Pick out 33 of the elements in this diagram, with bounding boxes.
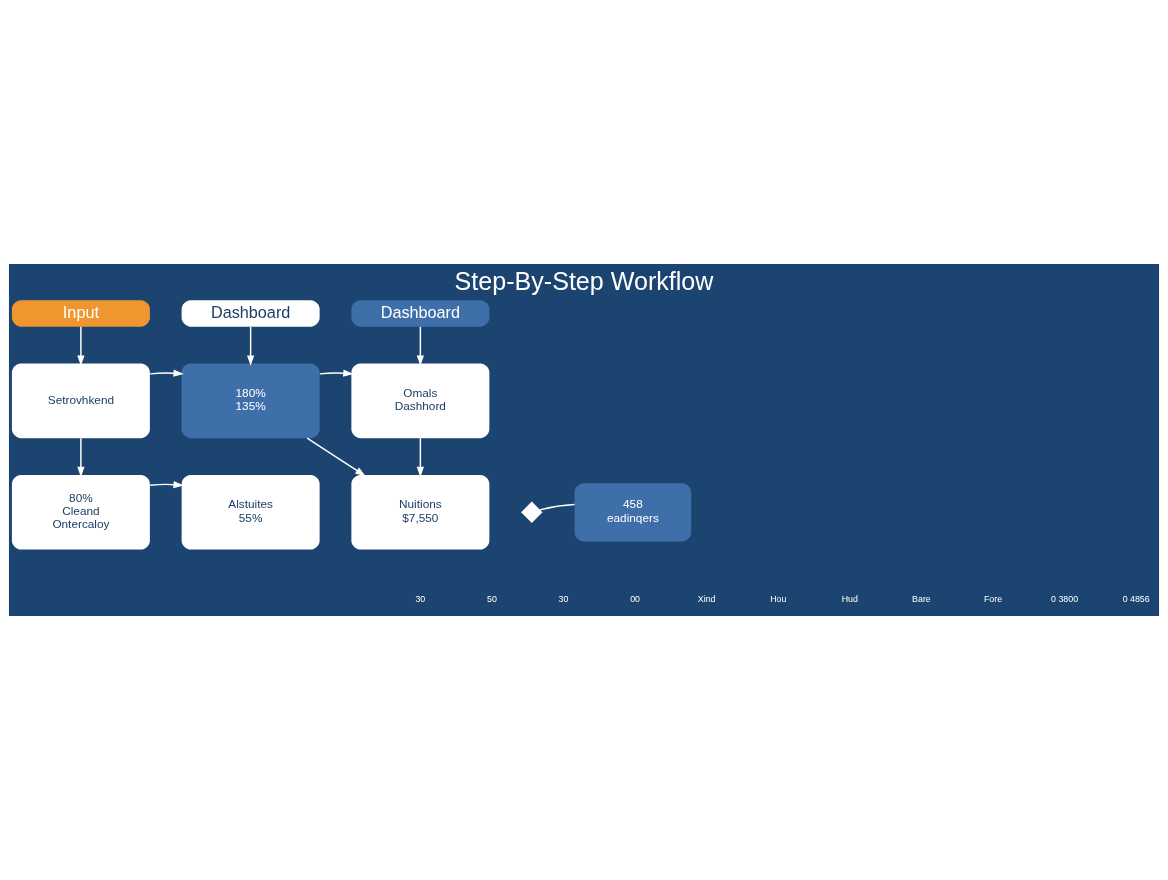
node-box: Omals Dashhord	[351, 363, 490, 439]
node-box: 180% 135%	[181, 363, 320, 439]
connector	[539, 503, 576, 511]
arrow	[77, 437, 85, 478]
arrow	[416, 326, 424, 366]
label: 30	[415, 594, 426, 605]
arrow	[247, 326, 255, 366]
node-box: Setrovhkend	[11, 363, 150, 439]
arrow	[319, 369, 354, 377]
node-box: Nuitions $7,550	[351, 475, 490, 550]
node-box: Input	[11, 300, 150, 327]
node-diamond	[521, 501, 543, 523]
label: Fore	[983, 594, 1003, 605]
label: 0 4856	[1122, 594, 1150, 605]
arrow	[149, 480, 184, 489]
label: 0 3800	[1051, 594, 1079, 605]
label: 30	[558, 594, 569, 605]
diagram-title: Step-By-Step Workflow	[454, 266, 714, 295]
node-box: Alstuites 55%	[181, 475, 320, 550]
label: Bare	[912, 594, 931, 605]
label: 00	[630, 594, 641, 605]
label: Hud	[841, 594, 858, 605]
label: 50	[487, 594, 497, 605]
arrow	[77, 326, 85, 366]
node-box: Dashboard	[181, 300, 320, 327]
node-box: 80% Cleand Ontercaloy	[11, 475, 150, 550]
node-box: Dashboard	[351, 300, 490, 327]
arrow	[306, 437, 366, 477]
arrow	[416, 437, 424, 478]
node-box: 458 eadinqers	[574, 483, 692, 542]
arrow	[149, 369, 184, 377]
label: Hou	[770, 594, 787, 605]
label: Xind	[697, 594, 716, 605]
